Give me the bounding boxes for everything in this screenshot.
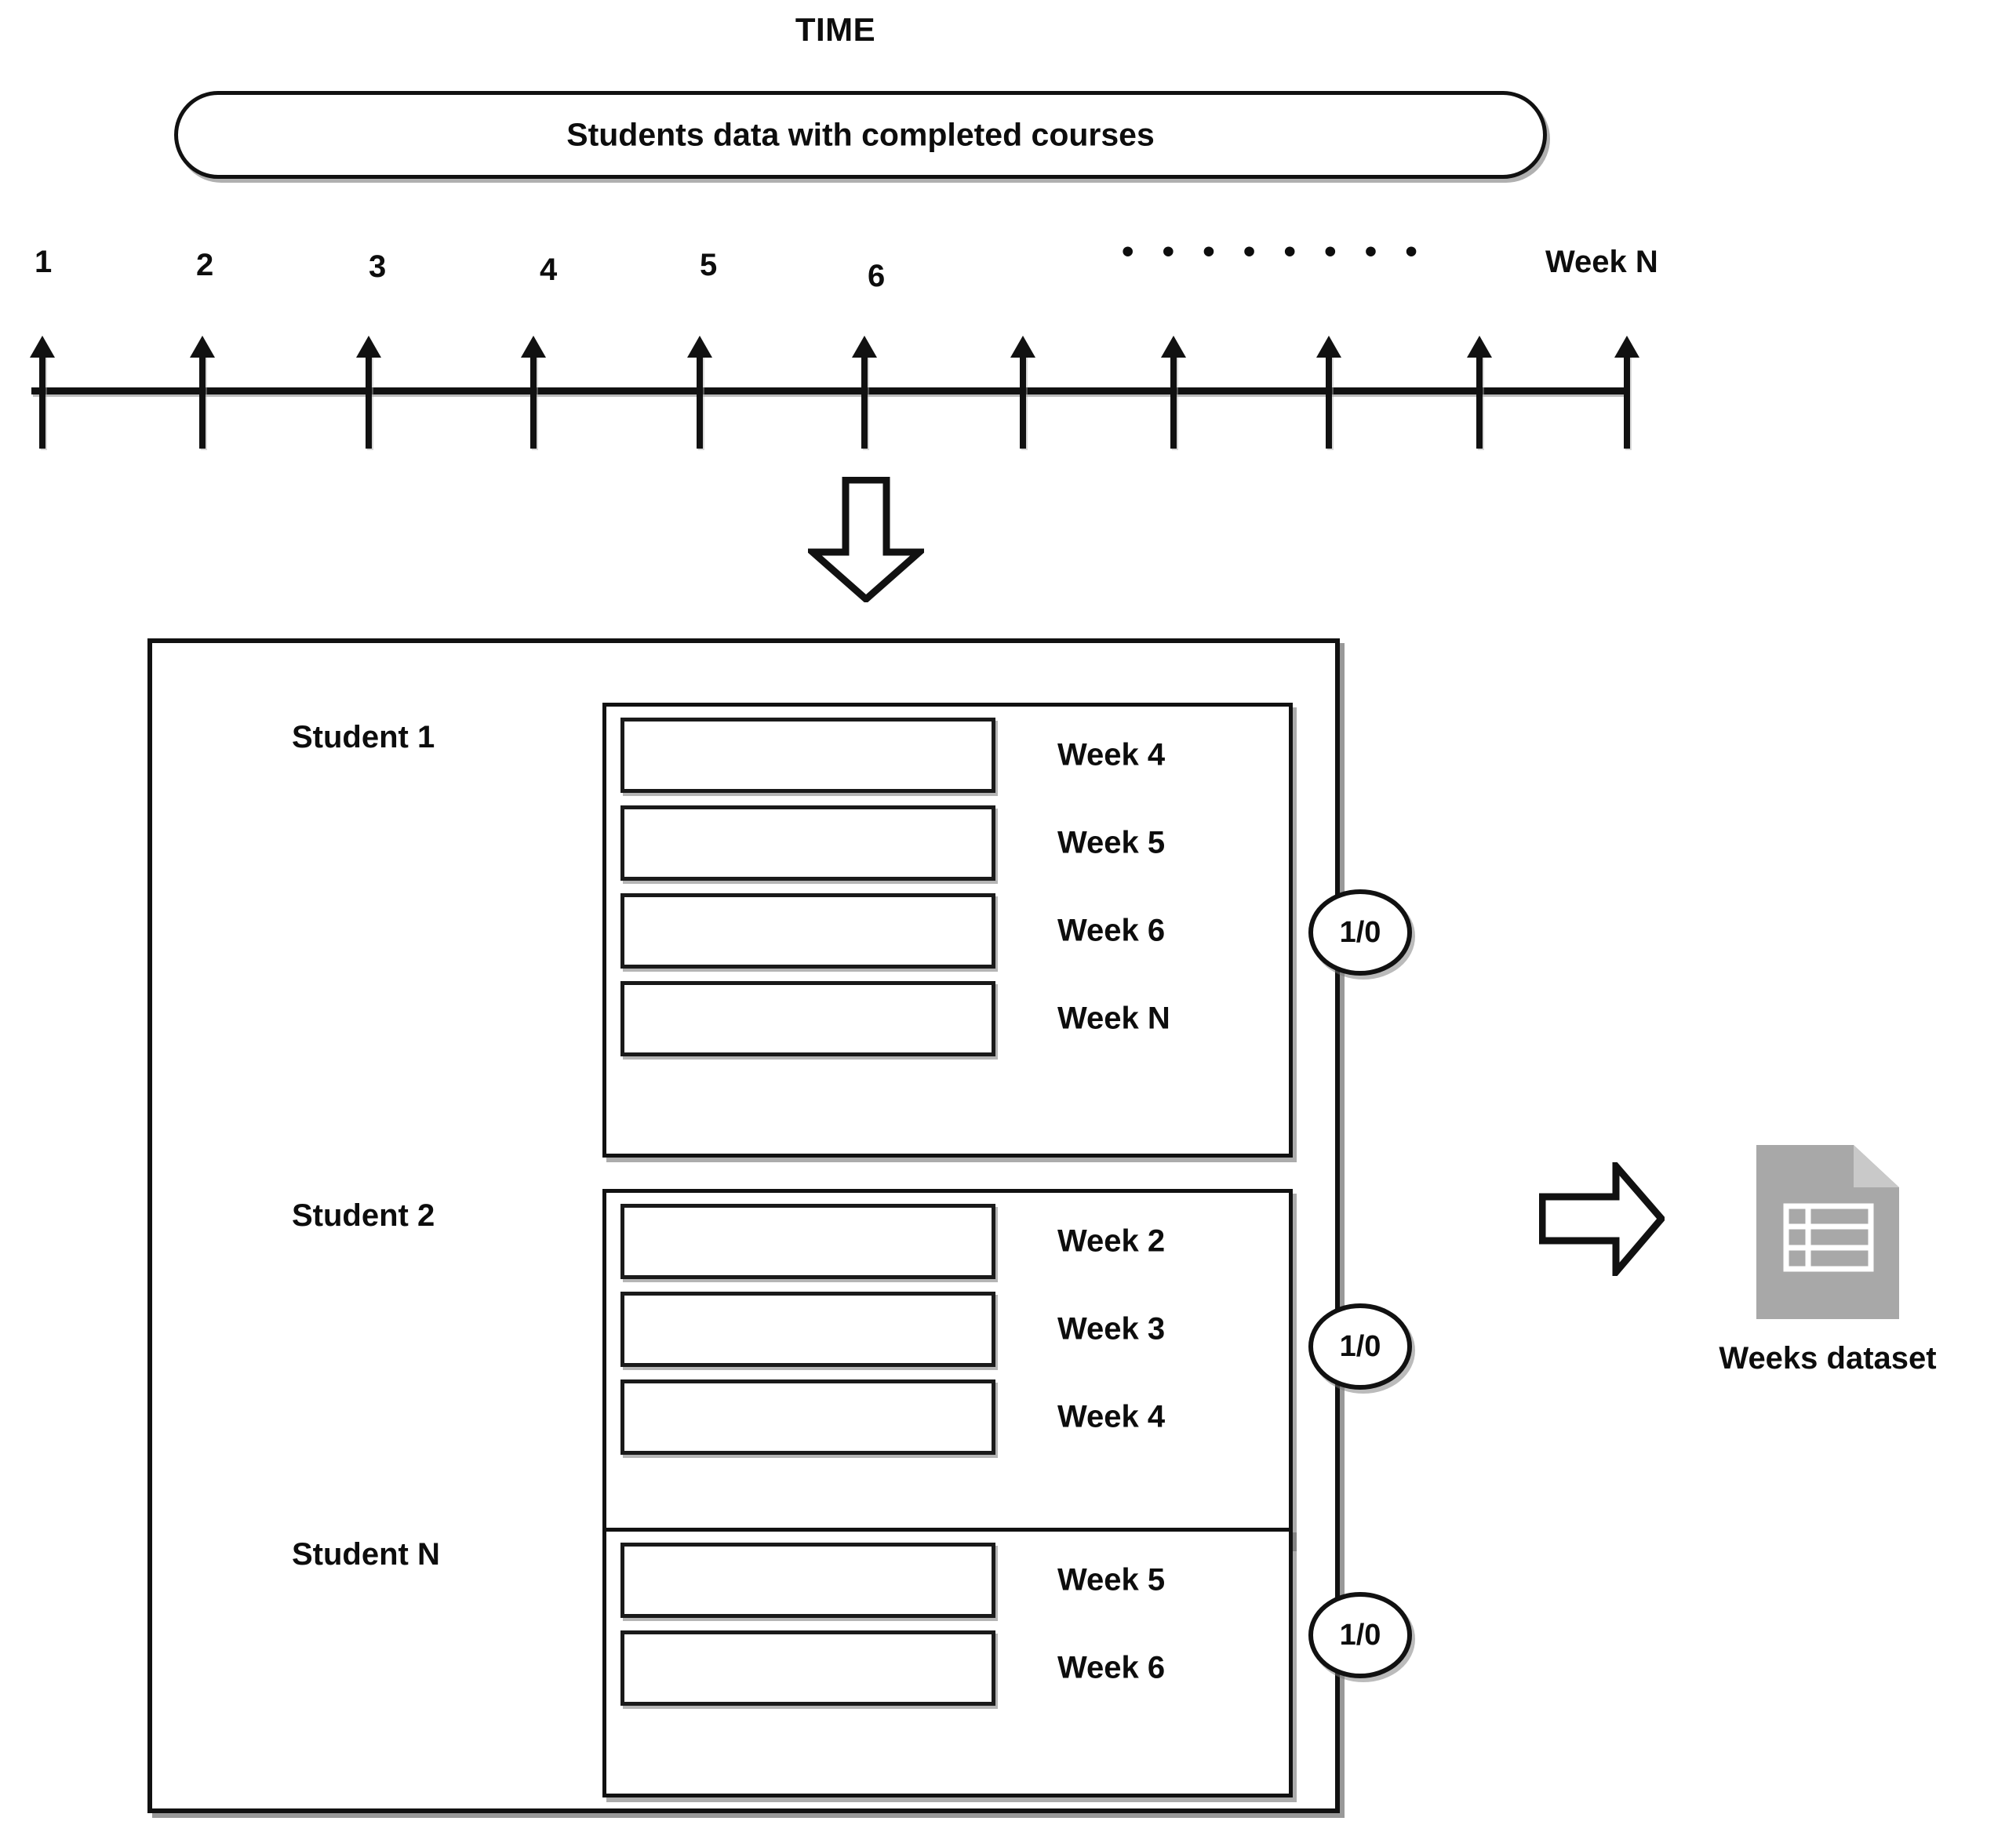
timeline-tick xyxy=(1020,351,1026,449)
week-value-cell xyxy=(620,1292,995,1367)
timeline-label-2: 2 xyxy=(196,248,214,282)
timeline-tick-arrow-icon xyxy=(852,336,877,358)
page-title: TIME xyxy=(795,11,876,48)
timeline-tick-arrow-icon xyxy=(1316,336,1341,358)
week-label: Week 4 xyxy=(1057,1399,1166,1434)
week-value-cell xyxy=(620,1379,995,1455)
target-badge-student-n: 1/0 xyxy=(1308,1592,1412,1678)
source-data-label: Students data with completed courses xyxy=(566,116,1155,153)
timeline-label-6: 6 xyxy=(868,259,886,293)
week-label: Week 5 xyxy=(1057,825,1166,860)
week-value-cell xyxy=(620,1204,995,1279)
student-label-1: Student 1 xyxy=(292,720,435,754)
timeline-label-1: 1 xyxy=(35,245,53,279)
timeline-tick-arrow-icon xyxy=(521,336,546,358)
week-row: Week 6 xyxy=(606,893,1289,969)
timeline-tick xyxy=(199,351,206,449)
timeline-tick-arrow-icon xyxy=(1010,336,1035,358)
week-row: Week 5 xyxy=(606,1543,1289,1618)
week-value-cell xyxy=(620,1543,995,1618)
week-label: Week 2 xyxy=(1057,1223,1166,1259)
week-row: Week 4 xyxy=(606,1379,1289,1455)
student-block-1: Week 4 Week 5 Week 6 Week N xyxy=(602,703,1293,1158)
week-value-cell xyxy=(620,718,995,793)
student-label-n: Student N xyxy=(292,1537,440,1572)
week-row: Week 5 xyxy=(606,805,1289,881)
timeline-tick-arrow-icon xyxy=(1467,336,1492,358)
student-block-n: Week 5 Week 6 xyxy=(602,1528,1293,1797)
student-label-2: Student 2 xyxy=(292,1198,435,1233)
timeline-label-5: 5 xyxy=(700,248,718,282)
timeline-tick-arrow-icon xyxy=(687,336,712,358)
timeline-axis xyxy=(31,387,1625,394)
source-data-pill: Students data with completed courses xyxy=(174,91,1547,179)
timeline-tick xyxy=(530,351,537,449)
week-label: Week 6 xyxy=(1057,913,1166,948)
week-label: Week 3 xyxy=(1057,1311,1166,1347)
timeline-ellipsis: • • • • • • • • xyxy=(1122,232,1427,271)
timeline-tick-arrow-icon xyxy=(30,336,55,358)
timeline-label-3: 3 xyxy=(369,249,387,284)
timeline-tick xyxy=(697,351,703,449)
week-label: Week 6 xyxy=(1057,1650,1166,1685)
timeline-tick xyxy=(366,351,372,449)
timeline-tick xyxy=(1170,351,1177,449)
week-value-cell xyxy=(620,1630,995,1706)
timeline-label-week-n: Week N xyxy=(1545,245,1658,279)
week-value-cell xyxy=(620,893,995,969)
spreadsheet-icon xyxy=(1753,1142,1902,1322)
weeks-dataset-caption: Weeks dataset xyxy=(1719,1341,1937,1376)
week-row: Week 6 xyxy=(606,1630,1289,1706)
timeline-tick-arrow-icon xyxy=(356,336,381,358)
week-label: Week N xyxy=(1057,1001,1170,1036)
timeline-tick xyxy=(39,351,45,449)
timeline-tick-arrow-icon xyxy=(1161,336,1186,358)
timeline-tick xyxy=(861,351,868,449)
week-value-cell xyxy=(620,981,995,1056)
right-arrow-icon xyxy=(1538,1156,1666,1282)
timeline-label-4: 4 xyxy=(540,253,558,287)
week-row: Week 2 xyxy=(606,1204,1289,1279)
timeline-tick-arrow-icon xyxy=(1614,336,1639,358)
week-row: Week N xyxy=(606,981,1289,1056)
week-value-cell xyxy=(620,805,995,881)
timeline-tick xyxy=(1624,351,1630,449)
week-row: Week 4 xyxy=(606,718,1289,793)
week-row: Week 3 xyxy=(606,1292,1289,1367)
target-badge-student-1: 1/0 xyxy=(1308,889,1412,976)
student-block-2: Week 2 Week 3 Week 4 xyxy=(602,1189,1293,1547)
week-label: Week 4 xyxy=(1057,737,1166,772)
timeline-tick xyxy=(1326,351,1332,449)
target-badge-student-2: 1/0 xyxy=(1308,1303,1412,1390)
timeline-tick-arrow-icon xyxy=(190,336,215,358)
down-arrow-icon xyxy=(803,476,929,605)
timeline-tick xyxy=(1476,351,1483,449)
week-label: Week 5 xyxy=(1057,1562,1166,1598)
